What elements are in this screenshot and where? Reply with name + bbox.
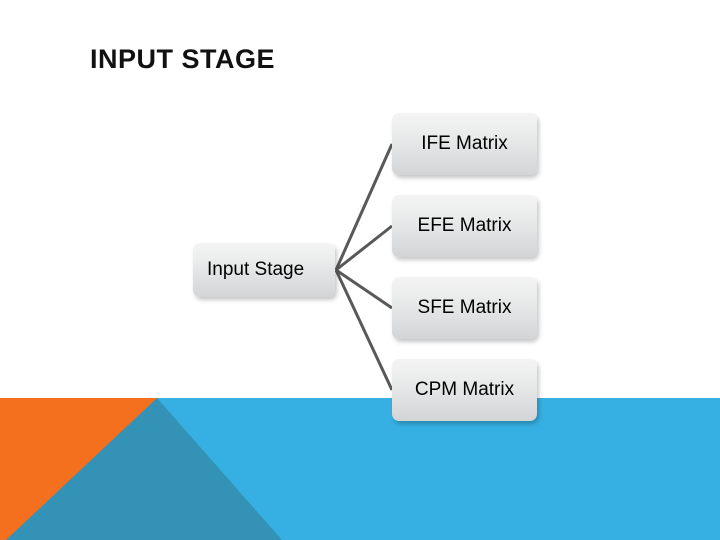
node-cpm-matrix[interactable]: CPM Matrix (392, 359, 537, 421)
decorative-bottom-band (0, 398, 720, 540)
node-sfe-matrix-label: SFE Matrix (417, 296, 512, 318)
band-teal-triangle (0, 398, 282, 540)
node-input-stage[interactable]: Input Stage (193, 243, 335, 297)
node-sfe-matrix[interactable]: SFE Matrix (392, 277, 537, 339)
node-cpm-matrix-label: CPM Matrix (414, 378, 515, 400)
connector-to-ife (334, 143, 394, 271)
node-efe-matrix[interactable]: EFE Matrix (392, 195, 537, 257)
node-ife-matrix-label: IFE Matrix (421, 132, 508, 154)
node-ife-matrix[interactable]: IFE Matrix (392, 113, 537, 175)
node-input-stage-label: Input Stage (207, 258, 305, 280)
band-orange-triangle (0, 398, 157, 540)
connector-to-sfe (335, 268, 393, 310)
connector-to-efe (335, 224, 393, 272)
page-title: INPUT STAGE (90, 44, 276, 74)
node-efe-matrix-label: EFE Matrix (417, 214, 512, 236)
connector-to-cpm (334, 269, 394, 391)
